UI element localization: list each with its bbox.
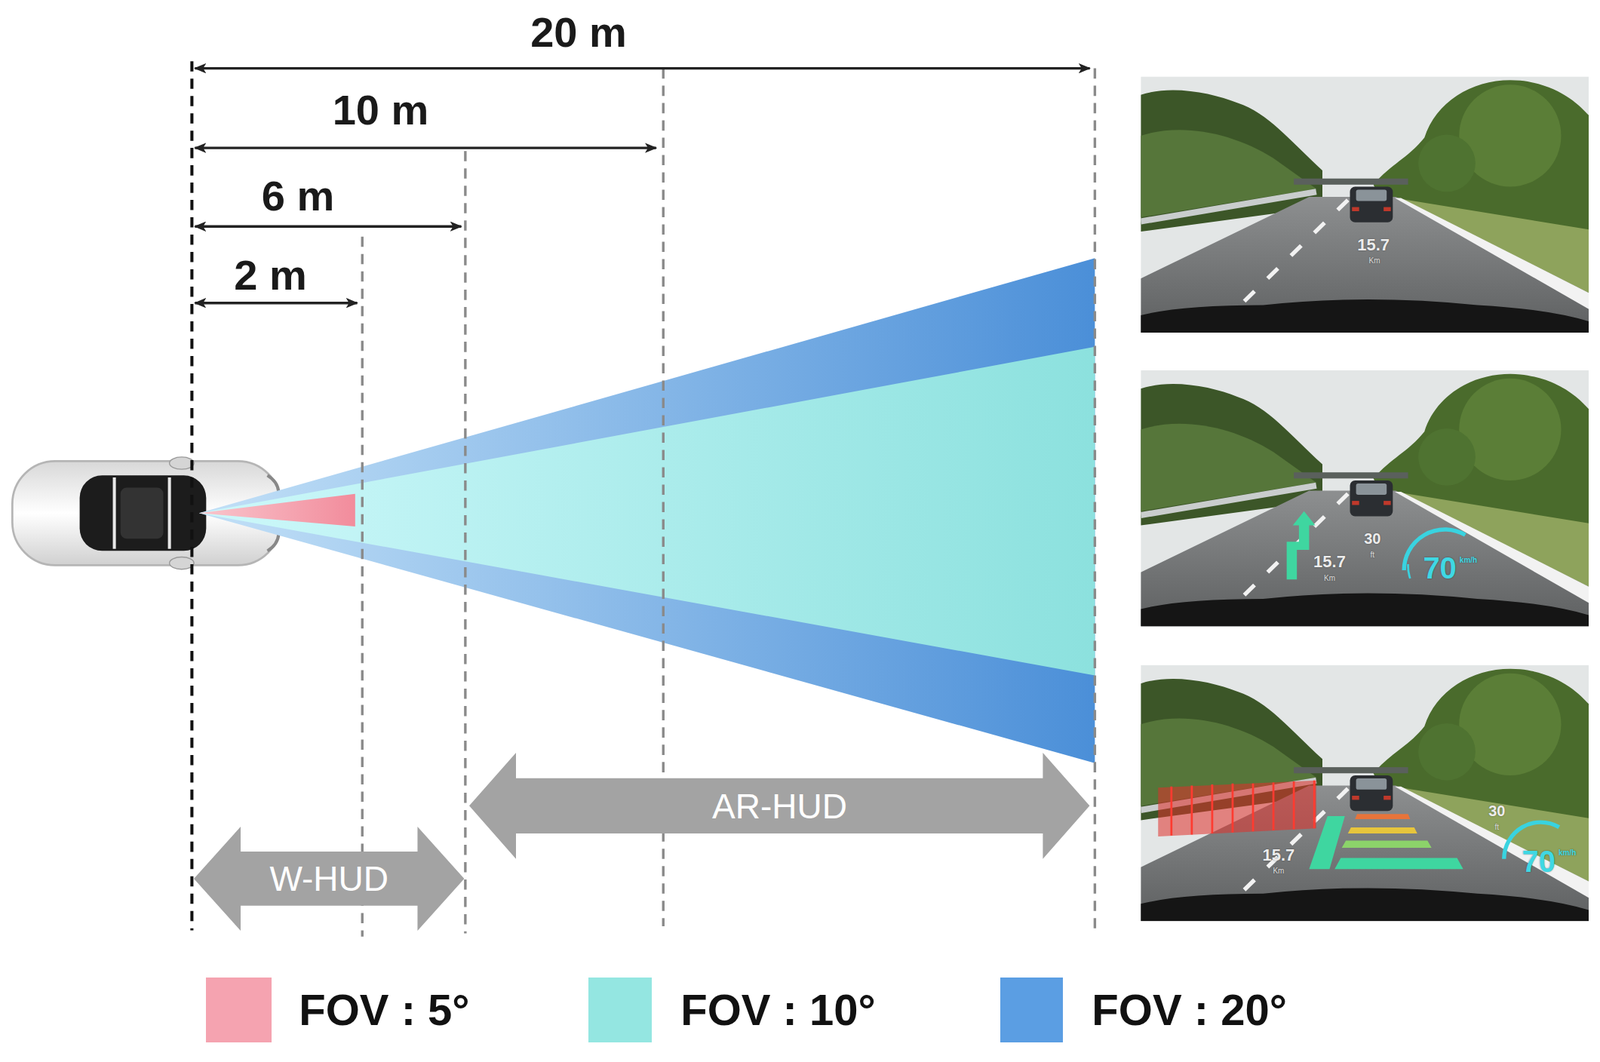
- hud-readout: 15.7: [1262, 847, 1295, 864]
- road-photo-hud: [1140, 370, 1589, 627]
- hud-readout: ft: [1370, 551, 1376, 559]
- road-photo-hud: [1140, 370, 1589, 627]
- road-photo-ar-hud: [1342, 840, 1432, 848]
- hud-readout: Km: [1323, 574, 1336, 583]
- car-top-view: [113, 477, 117, 550]
- legend-swatch: [588, 977, 652, 1044]
- road-photo-ar-hud: [1308, 816, 1345, 870]
- road-photo-ar-hud: [1170, 786, 1173, 836]
- range-arrow: W-HUD: [193, 826, 464, 931]
- road-photo-ar-hud: [1252, 783, 1255, 833]
- range-label: AR-HUD: [712, 789, 848, 824]
- hud-readout: Km: [1272, 867, 1284, 876]
- range-arrow: AR-HUD: [469, 752, 1090, 860]
- road-photo-ar-hud: [1140, 665, 1589, 922]
- car-top-view: [168, 477, 172, 550]
- hud-readout: 30: [1363, 531, 1381, 547]
- legend-swatch: [205, 977, 272, 1044]
- legend-swatch: [1000, 977, 1064, 1044]
- distance-guides: [361, 236, 364, 937]
- hud-readout: Km: [1369, 257, 1381, 265]
- road-photo-ar-hud: [1272, 782, 1275, 831]
- road-photo-ar-hud: [1171, 780, 1315, 836]
- dimension-label: 20 m: [530, 11, 627, 54]
- hud-readout: 70: [1422, 552, 1457, 584]
- fov-cones: [199, 257, 1096, 764]
- dimension-arrows: [194, 146, 656, 149]
- dimension-arrows: [194, 301, 357, 305]
- fov-cones: [199, 257, 1096, 764]
- dimension-arrows: [194, 67, 1090, 70]
- fov-cones: [199, 347, 1096, 676]
- road-photo-ar-hud: [1348, 827, 1418, 834]
- distance-guides: [463, 150, 467, 934]
- distance-guides: [191, 61, 1095, 937]
- fov-cones: [199, 494, 356, 527]
- range-label: W-HUD: [269, 861, 389, 897]
- hud-readout: 70: [1522, 846, 1557, 877]
- dimension-arrows: [194, 225, 461, 228]
- road-photo-ar-hud: [1292, 781, 1296, 830]
- car-top-view: [267, 534, 279, 552]
- hud-readout: km/h: [1558, 849, 1576, 857]
- hud-readout: ft: [1495, 823, 1500, 832]
- road-photo-ar-hud: [1140, 665, 1589, 922]
- range-arrow-fill: [469, 752, 1090, 860]
- car-top-view: [79, 475, 207, 551]
- legend-label: FOV : 10°: [680, 988, 876, 1032]
- car-top-view: [169, 556, 194, 569]
- range-arrow-text-holder: AR-HUD: [712, 789, 848, 824]
- road-photo-ar-hud: [1334, 857, 1463, 870]
- road-photo-plain: [1140, 76, 1589, 332]
- hud-readout: 15.7: [1357, 236, 1390, 254]
- car-top-view: [169, 457, 194, 470]
- dimension-label: 6 m: [261, 175, 335, 218]
- distance-guides: [1093, 68, 1097, 929]
- road-photo-hud: [1408, 564, 1411, 579]
- road-photo-ar-hud: [1354, 813, 1410, 820]
- dimension-label: 10 m: [332, 89, 430, 132]
- hud-readout: 30: [1488, 803, 1505, 819]
- distance-guides: [190, 61, 194, 931]
- road-photo-ar-hud: [1191, 785, 1194, 835]
- legend-label: FOV : 20°: [1091, 988, 1287, 1032]
- range-arrow-text-holder: W-HUD: [269, 861, 389, 897]
- road-photo-ar-hud: [1211, 784, 1214, 834]
- road-photo-hud: [1286, 511, 1316, 581]
- dimension-label: 2 m: [233, 254, 308, 297]
- range-arrow-fill: [193, 826, 464, 931]
- road-photo-ar-hud: [1157, 780, 1317, 837]
- hud-readout: km/h: [1459, 556, 1478, 565]
- legend-label: FOV : 5°: [298, 988, 470, 1032]
- road-photo-ar-hud: [1313, 780, 1316, 830]
- road-photo-plain: [1140, 76, 1589, 332]
- dimension-arrows: [194, 68, 1090, 304]
- road-photo-ar-hud: [1231, 783, 1235, 833]
- car-top-view: [120, 488, 164, 540]
- car-top-view: [267, 475, 279, 492]
- hud-readout: 15.7: [1313, 553, 1346, 571]
